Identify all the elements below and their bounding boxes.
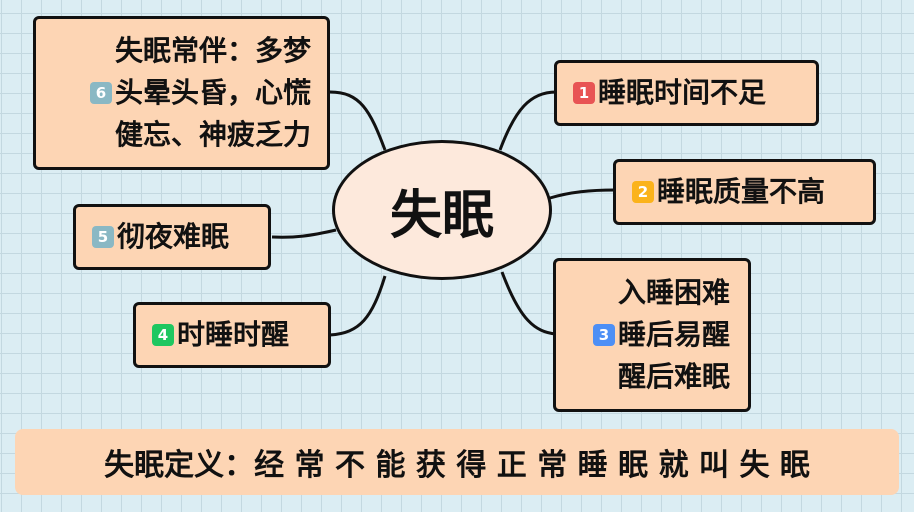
branch-1-label: 睡眠时间不足 — [598, 76, 767, 109]
number-badge-6-icon: 6 — [89, 82, 112, 104]
branch-6-line-1: 失眠常伴：多梦 — [114, 34, 311, 67]
branch-node-5[interactable]: 5 彻夜难眠 — [73, 204, 271, 270]
central-topic-label: 失眠 — [389, 185, 494, 246]
branch-3-line-3: 醒后难眠 — [617, 360, 730, 393]
central-topic[interactable]: 失眠 — [332, 140, 552, 280]
branch-6-line-2: 头晕头昏，心慌 — [114, 76, 311, 109]
definition-text: 失眠定义：经 常 不 能 获 得 正 常 睡 眠 就 叫 失 眠 — [104, 448, 810, 483]
branch-3-line-2: 睡后易醒 — [617, 318, 730, 351]
definition-banner: 失眠定义：经 常 不 能 获 得 正 常 睡 眠 就 叫 失 眠 — [15, 429, 899, 495]
branch-2-label: 睡眠质量不高 — [657, 175, 826, 208]
branch-6-line-3: 健忘、神疲乏力 — [114, 118, 311, 151]
number-badge-3-icon: 3 — [592, 324, 615, 346]
branch-node-4[interactable]: 4 时睡时醒 — [133, 302, 331, 368]
number-badge-1-icon: 1 — [573, 82, 595, 104]
branch-3-line-1: 入睡困难 — [617, 276, 730, 309]
branch-4-label: 时睡时醒 — [177, 318, 290, 351]
branch-node-2[interactable]: 2 睡眠质量不高 — [613, 159, 876, 225]
number-badge-5-icon: 5 — [92, 226, 114, 248]
number-badge-4-icon: 4 — [152, 324, 174, 346]
branch-node-1[interactable]: 1 睡眠时间不足 — [554, 60, 819, 126]
number-badge-2-icon: 2 — [632, 181, 654, 203]
branch-5-label: 彻夜难眠 — [117, 220, 230, 253]
